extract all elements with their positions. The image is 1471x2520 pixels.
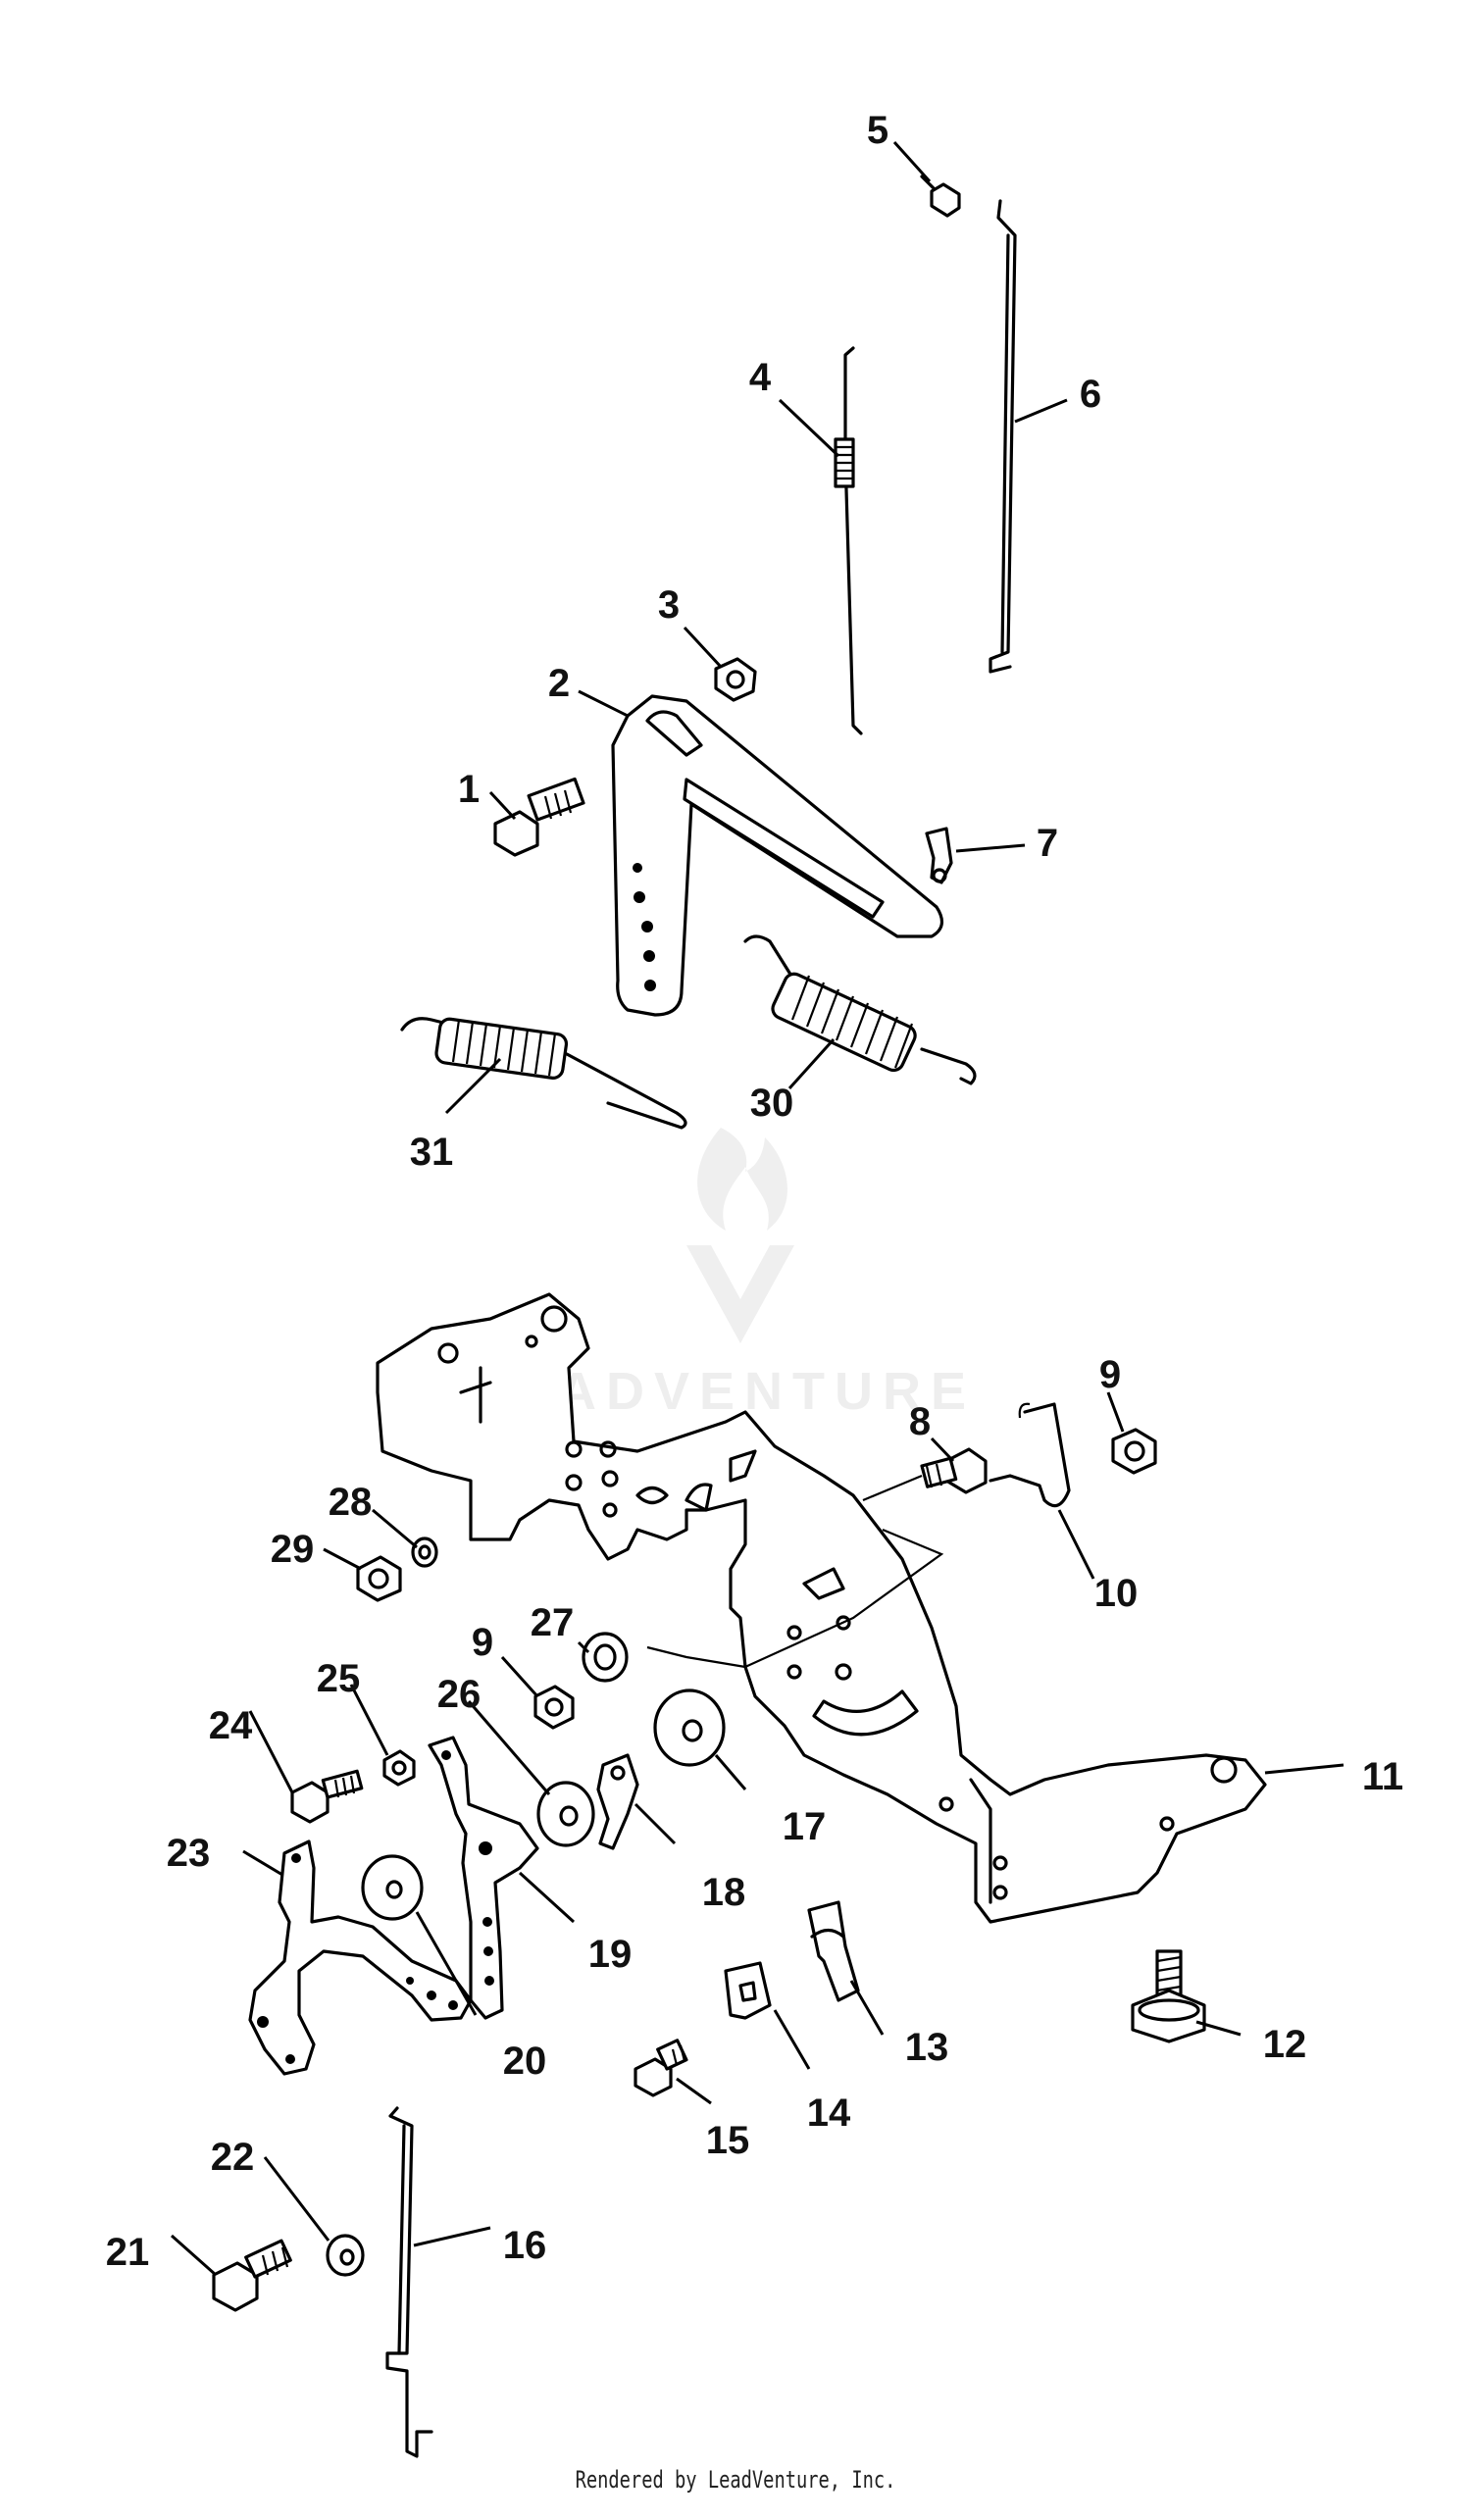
- part-20-washer: [361, 1854, 424, 1921]
- part-3-nut: [714, 657, 757, 702]
- callout-11: 11: [1361, 1755, 1404, 1798]
- part-17-washer: [653, 1688, 726, 1767]
- callout-23: 23: [166, 1832, 211, 1875]
- callout-22: 22: [210, 2136, 255, 2179]
- part-23-lever: [248, 1840, 473, 2076]
- callout-30: 30: [749, 1082, 794, 1125]
- callout-9-lower: 9: [471, 1621, 494, 1664]
- callout-18: 18: [701, 1871, 746, 1914]
- part-8-bolt: [862, 1447, 988, 1502]
- part-6-rod: [989, 199, 1017, 674]
- rendered-by-footer: Rendered by LeadVenture, Inc.: [575, 2466, 896, 2494]
- part-22-washer: [326, 2234, 365, 2277]
- callout-31: 31: [409, 1131, 454, 1174]
- part-5-screw: [920, 175, 961, 218]
- part-29-nut: [356, 1555, 402, 1602]
- part-31-spring: [400, 1017, 687, 1130]
- callout-6: 6: [1079, 373, 1102, 416]
- callout-12: 12: [1262, 2023, 1307, 2066]
- part-26-washer: [536, 1781, 595, 1847]
- part-10-spring: [989, 1402, 1071, 1508]
- callout-7: 7: [1036, 822, 1059, 865]
- part-9-nut-upper: [1111, 1428, 1157, 1475]
- part-21-bolt: [212, 2239, 292, 2312]
- part-14-clip: [724, 1961, 772, 2020]
- part-30-spring: [743, 934, 977, 1085]
- part-25-nut: [382, 1749, 416, 1787]
- part-13-clamp: [807, 1900, 860, 2002]
- part-19-lever: [428, 1736, 539, 2020]
- callout-15: 15: [705, 2119, 750, 2162]
- part-18-clip: [596, 1753, 639, 1850]
- leader-lines: [171, 140, 1344, 2277]
- callout-26: 26: [436, 1673, 482, 1716]
- callout-17: 17: [782, 1805, 827, 1848]
- callout-25: 25: [316, 1657, 361, 1700]
- part-16-rod: [385, 2106, 433, 2458]
- callout-16: 16: [502, 2224, 547, 2267]
- callout-19: 19: [587, 1933, 633, 1976]
- callout-9-upper: 9: [1098, 1353, 1122, 1396]
- callout-1: 1: [457, 768, 481, 811]
- part-28-washer: [411, 1537, 438, 1568]
- callout-28: 28: [328, 1481, 373, 1524]
- callout-21: 21: [105, 2231, 150, 2274]
- part-11-main-bracket: [376, 1292, 1267, 1924]
- callout-14: 14: [806, 2092, 851, 2135]
- callout-3: 3: [657, 583, 681, 627]
- callout-2: 2: [547, 662, 571, 705]
- callout-20: 20: [502, 2040, 547, 2083]
- part-15-screw: [634, 2039, 688, 2097]
- callout-4: 4: [748, 356, 772, 399]
- part-7-clip: [925, 827, 953, 884]
- part-24-bolt: [290, 1769, 364, 1824]
- part-9-nut-lower: [533, 1685, 575, 1730]
- callout-29: 29: [270, 1528, 315, 1571]
- part-12-bolt: [1131, 1949, 1206, 2043]
- callout-5: 5: [866, 109, 889, 152]
- part-2-lever-bracket: [611, 694, 943, 1017]
- callout-8: 8: [908, 1400, 932, 1443]
- callout-13: 13: [904, 2026, 949, 2069]
- part-4-rod-spring: [834, 346, 863, 735]
- callout-24: 24: [208, 1704, 253, 1747]
- part-27-spacer: [582, 1632, 629, 1683]
- callout-10: 10: [1093, 1572, 1139, 1615]
- part-1-bolt: [493, 777, 585, 857]
- callout-27: 27: [530, 1601, 575, 1644]
